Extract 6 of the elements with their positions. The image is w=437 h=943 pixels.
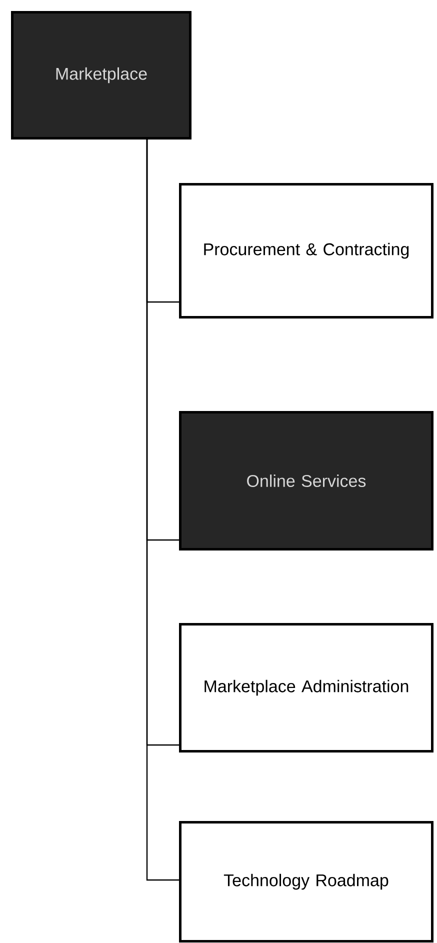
connector-line	[146, 140, 179, 881]
process-box: Technology Roadmap	[179, 821, 434, 942]
process-box: Procurement & Contracting	[179, 183, 434, 318]
dark-box: Online Services	[179, 411, 434, 550]
process-box: Marketplace Administration	[179, 623, 434, 752]
root-box: Marketplace	[11, 11, 192, 140]
